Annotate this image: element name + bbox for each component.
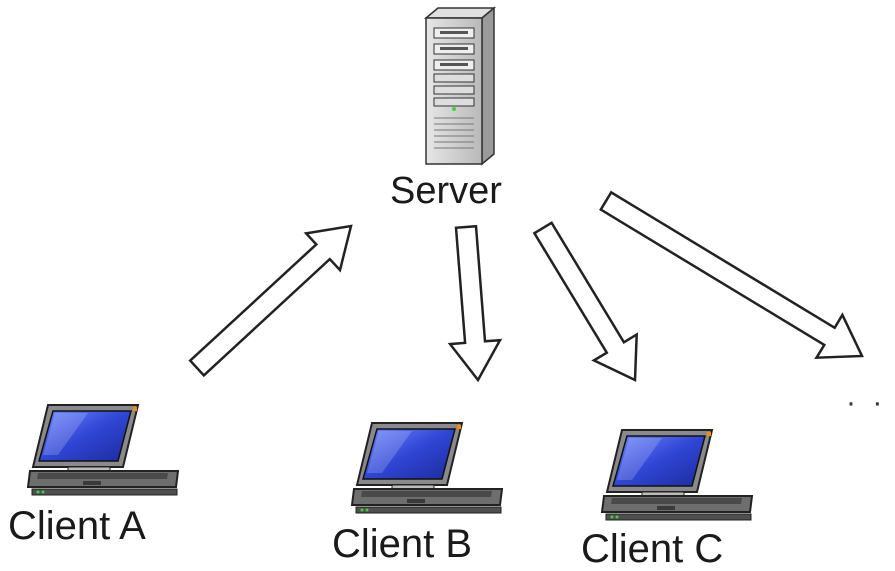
arrow-server-to-client-b (447, 224, 503, 383)
server-label: Server (390, 170, 502, 212)
arrow-server-to-more (599, 190, 864, 360)
arrow-server-to-client-c (532, 221, 639, 382)
client-c-label: Client C (581, 527, 724, 571)
more-clients-ellipsis: · · (846, 386, 887, 419)
client-a-label: Client A (8, 504, 146, 548)
client-b-laptop-icon (351, 422, 503, 514)
server-tower-icon (423, 6, 497, 166)
arrow-client-a-to-server (188, 224, 353, 378)
client-b-label: Client B (332, 522, 473, 566)
client-a-laptop-icon (27, 404, 179, 496)
client-c-laptop-icon (601, 429, 753, 521)
